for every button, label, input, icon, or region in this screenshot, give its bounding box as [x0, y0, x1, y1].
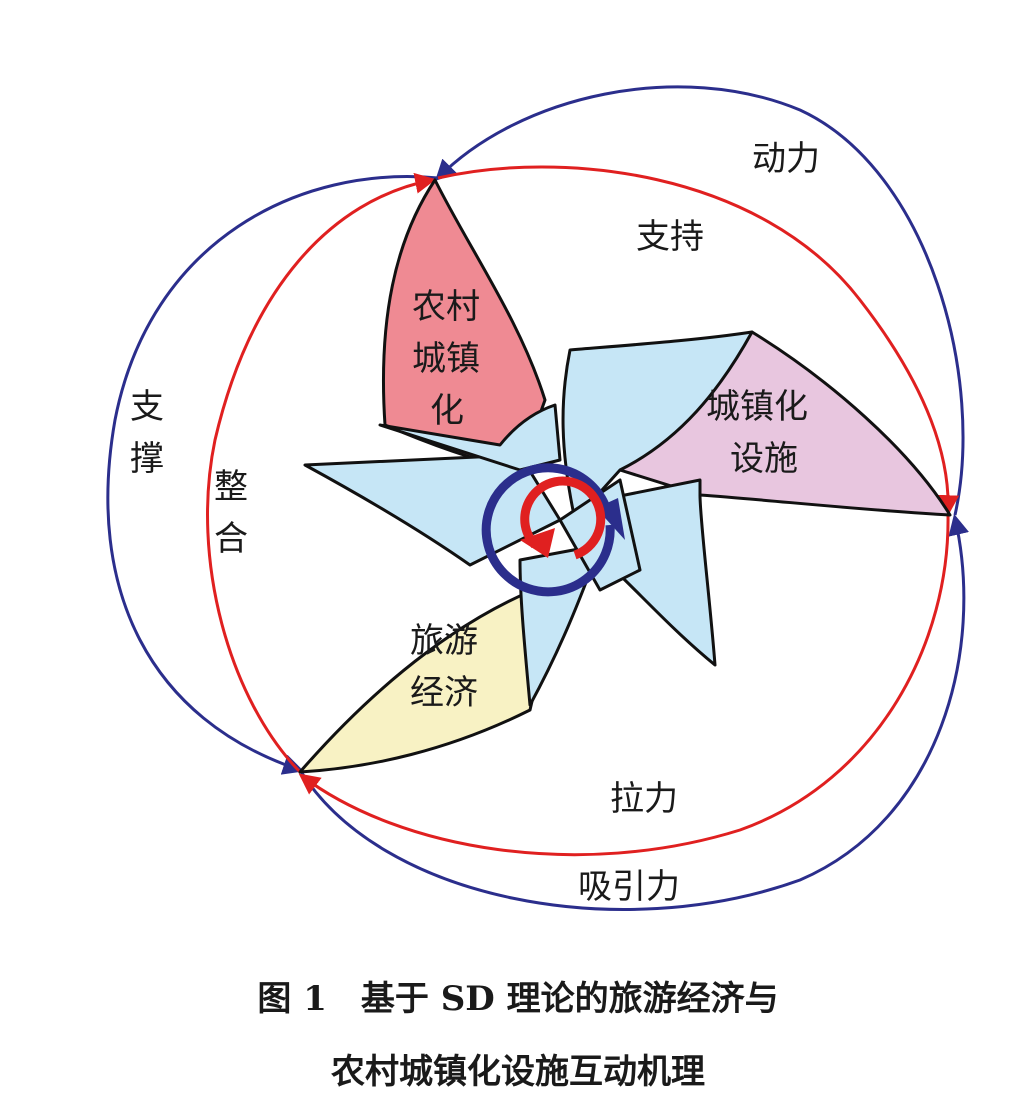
red-arc-zhenghe — [206, 172, 437, 774]
blade-upper — [561, 330, 754, 522]
blade-left — [303, 453, 562, 567]
inner-red-loop — [206, 165, 960, 857]
center-cycle — [481, 463, 625, 597]
center-blue-ring — [481, 463, 615, 597]
red-arc-lali — [298, 514, 950, 857]
label-zhenghe-2: 合 — [214, 519, 248, 559]
pinwheel — [298, 178, 952, 774]
label-tourism-line2: 经济 — [410, 673, 478, 713]
center-red-arrowhead — [520, 528, 555, 558]
blade-upper-left — [378, 403, 562, 472]
center-red-ring — [520, 476, 606, 560]
label-rural-line3: 化 — [430, 391, 464, 431]
label-tourism-line1: 旅游 — [410, 621, 478, 661]
label-xiyinli: 吸引力 — [578, 867, 680, 907]
caption-line2: 农村城镇化设施互动机理 — [331, 1052, 705, 1092]
label-lali: 拉力 — [610, 779, 678, 819]
blue-arc-zhicheng — [106, 175, 439, 775]
caption-line1: 图 1 基于 SD 理论的旅游经济与 — [257, 979, 778, 1019]
petal-labels: 农村 城镇 化 城镇化 设施 旅游 经济 — [410, 287, 808, 713]
figure-caption: 图 1 基于 SD 理论的旅游经济与 农村城镇化设施互动机理 — [257, 979, 778, 1092]
label-facility-line2: 设施 — [730, 439, 798, 479]
relation-labels: 动力 支持 支 撑 整 合 拉力 吸引力 — [130, 139, 820, 907]
label-dongli: 动力 — [752, 139, 820, 179]
petal-rural-urbanization — [382, 178, 547, 472]
label-rural-line1: 农村 — [412, 287, 480, 327]
label-zhenghe-1: 整 — [214, 467, 248, 507]
label-zhicheng-1: 支 — [130, 387, 164, 427]
label-zhicheng-2: 撑 — [130, 439, 164, 479]
blue-arc-dongli — [435, 85, 965, 516]
label-zhichi: 支持 — [636, 217, 704, 257]
red-arc-zhichi — [437, 165, 960, 517]
label-facility-line1: 城镇化 — [706, 387, 808, 427]
outer-blue-loop — [106, 85, 969, 911]
blue-arc-xiyinli — [298, 513, 969, 911]
label-rural-line2: 城镇 — [412, 339, 480, 379]
